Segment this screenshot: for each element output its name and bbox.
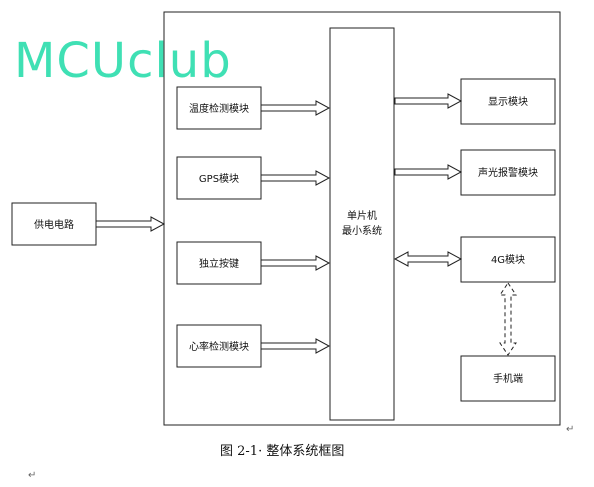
figure-caption: 图 2-1· 整体系统框图 [220, 444, 344, 459]
gps-to-mcu-arrow [260, 170, 331, 186]
module-4g-label: 4G模块 [491, 254, 525, 266]
gps-module-label: GPS模块 [199, 173, 239, 185]
heart-rate-module-box [176, 324, 262, 368]
mcu-label-line2: 最小系统 [342, 224, 382, 237]
heart-rate-module-label: 心率检测模块 [189, 340, 249, 353]
power-supply-label: 供电电路 [34, 218, 74, 231]
mcu-label-line1: 单片机 [347, 209, 377, 222]
diagram-frame [163, 11, 561, 426]
phone-terminal-box [460, 355, 556, 402]
power-arrow [95, 216, 166, 232]
temperature-module-box [176, 86, 262, 130]
display-module-label: 显示模块 [488, 96, 528, 108]
paragraph-mark-bottom: ↵ [28, 470, 36, 481]
key-to-mcu-arrow [260, 255, 331, 271]
power-supply-box [11, 202, 97, 246]
paragraph-mark-frame: ↵ [566, 424, 574, 435]
mcu-to-display-arrow [394, 93, 463, 109]
temperature-to-mcu-arrow [260, 100, 331, 116]
heart-rate-to-mcu-arrow [260, 338, 331, 354]
mcu-to-alarm-arrow [394, 164, 463, 180]
alarm-module-label: 声光报警模块 [478, 166, 538, 179]
independent-key-label: 独立按键 [199, 257, 239, 270]
mcu-box [329, 27, 395, 421]
independent-key-box [176, 241, 262, 285]
4g-phone-wireless-arrow [499, 282, 517, 356]
watermark-logo: MCUclub [14, 33, 232, 89]
temperature-module-label: 温度检测模块 [189, 102, 249, 115]
phone-terminal-label: 手机端 [493, 372, 523, 385]
mcu-4g-bidirectional-arrow [393, 251, 463, 267]
